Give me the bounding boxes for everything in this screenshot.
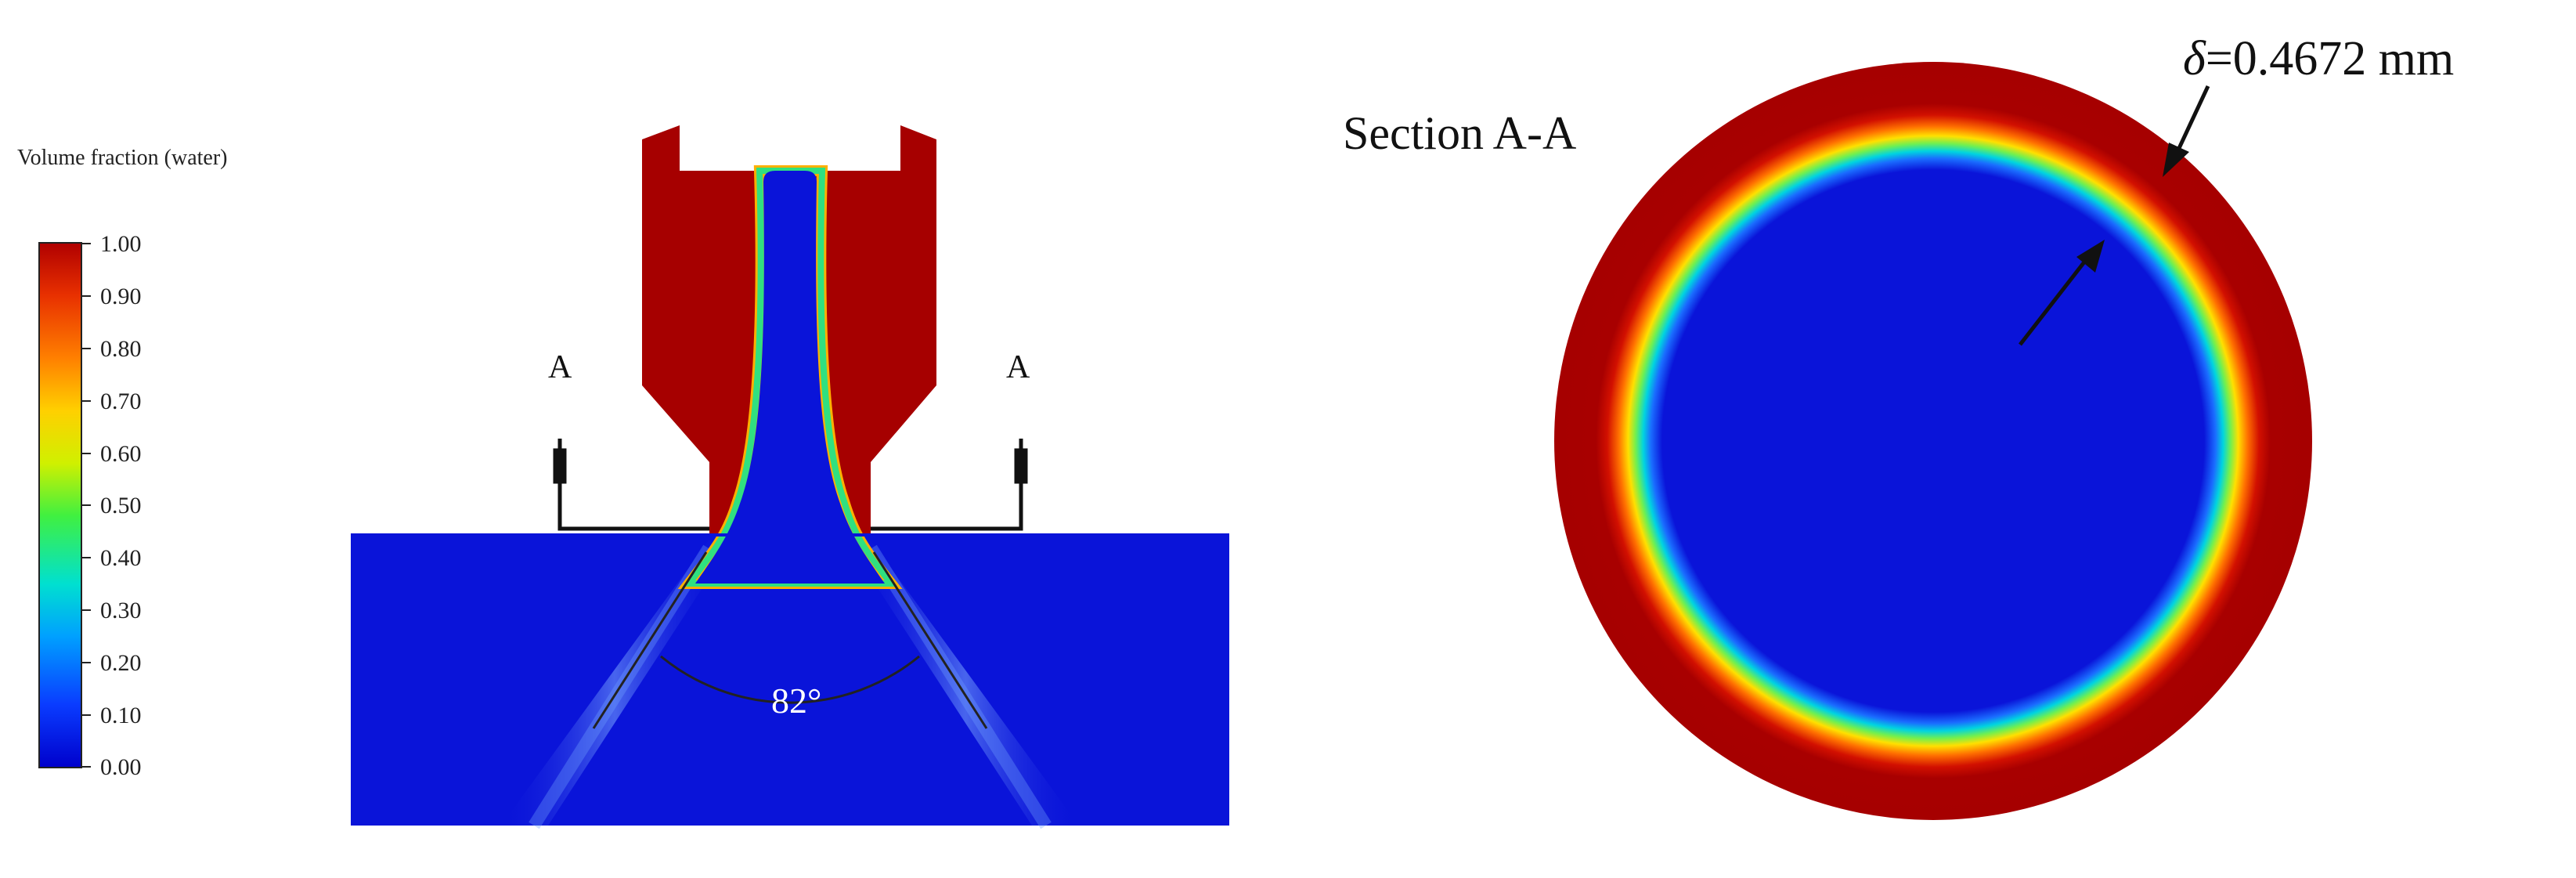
colorbar-tick-label: 0.80 <box>100 336 142 362</box>
nozzle-view: A A 82° <box>351 125 1229 829</box>
colorbar-ticks <box>81 243 91 768</box>
film-thickness-label: δ=0.4672 mm <box>2183 32 2454 85</box>
spray-jet-left <box>501 540 728 826</box>
colorbar-tick-label: 0.30 <box>100 598 142 623</box>
section-marker-label-right: A <box>1006 349 1030 385</box>
colorbar-tick-label: 0.20 <box>100 650 142 676</box>
colorbar-tick-label: 0.90 <box>100 284 142 309</box>
section-title: Section A-A <box>1343 107 1576 159</box>
colorbar-title: Volume fraction (water) <box>17 146 228 170</box>
section-marker-label-left: A <box>548 349 572 385</box>
film-thickness-value: =0.4672 mm <box>2206 32 2454 85</box>
section-view: Section A-A δ=0.4672 mm <box>1343 32 2454 820</box>
colorbar-tick-label: 0.60 <box>100 441 142 467</box>
thickness-arrow-inner <box>2019 240 2105 346</box>
section-marker-left <box>553 439 709 531</box>
colorbar-tick-label: 0.00 <box>100 754 142 780</box>
section-disk <box>1554 62 2312 820</box>
thickness-arrow-outer <box>2163 85 2210 177</box>
spray-angle-lines <box>592 551 988 729</box>
colorbar-tick-label: 0.10 <box>100 703 142 728</box>
colorbar-tick-labels: 1.00 0.90 0.80 0.70 0.60 0.50 0.40 0.30 … <box>100 231 142 780</box>
colorbar <box>38 242 82 768</box>
colorbar-tick-label: 1.00 <box>100 231 142 257</box>
section-marker-right <box>871 439 1028 531</box>
film-thickness-symbol: δ <box>2183 32 2206 85</box>
spray-jet-right <box>852 540 1079 826</box>
colorbar-tick-label: 0.40 <box>100 545 142 571</box>
colorbar-tick-label: 0.50 <box>100 493 142 518</box>
air-core <box>695 171 885 584</box>
colorbar-tick-label: 0.70 <box>100 388 142 414</box>
spray-angle-label: 82° <box>771 681 821 721</box>
